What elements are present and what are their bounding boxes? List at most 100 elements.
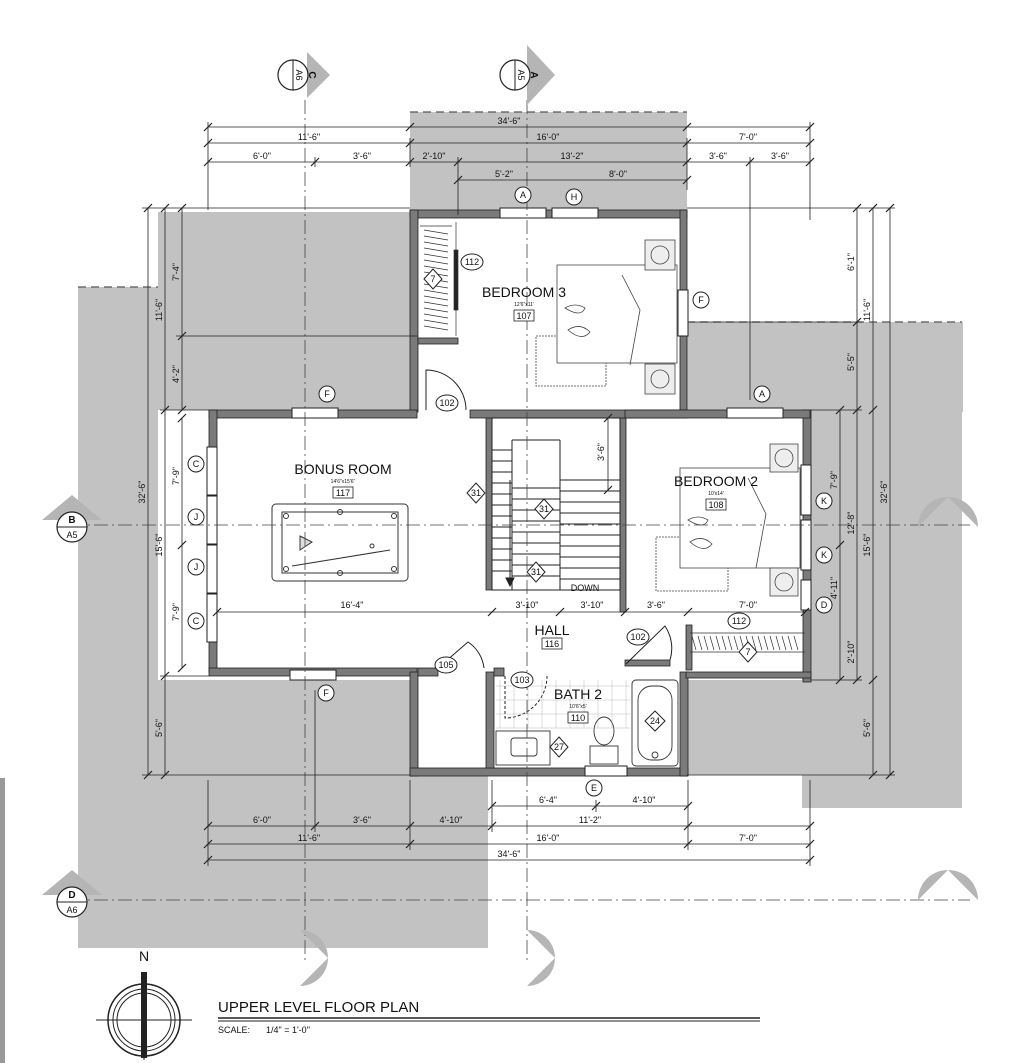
dim-right-7-9: 7'-9": [829, 471, 839, 489]
door-tag: 105: [434, 656, 458, 674]
dim-top-5-2: 5'-2": [495, 169, 513, 179]
dimension-tick: [852, 675, 862, 685]
drawing-title: UPPER LEVEL FLOOR PLAN SCALE: 1/4" = 1'-…: [218, 999, 760, 1035]
room-size: 10'6"x5': [569, 704, 586, 710]
svg-text:112: 112: [465, 257, 479, 267]
dim-bot-7-0: 7'-0": [739, 833, 757, 843]
dimension-tick: [555, 607, 565, 617]
dimension-tick: [885, 203, 895, 213]
dimension-tick: [868, 405, 878, 415]
dim-in-7-0: 7'-0": [739, 600, 757, 610]
window-tag: E: [585, 779, 603, 797]
svg-text:K: K: [821, 550, 827, 560]
dimension-tick: [852, 203, 862, 213]
dimension-tick: [453, 175, 463, 185]
dim-top-8-0: 8'-0": [609, 169, 627, 179]
room-name: HALL: [534, 622, 569, 638]
dimension-tick: [405, 839, 415, 849]
svg-text:102: 102: [630, 632, 645, 642]
svg-text:C: C: [193, 459, 200, 469]
closet-hanger: [775, 635, 781, 651]
dimension-tick: [405, 138, 415, 148]
north-label: N: [139, 948, 149, 964]
dim-stair-3-6: 3'-6": [596, 443, 606, 461]
closet-hanger: [769, 635, 775, 651]
closet-hanger: [751, 635, 757, 651]
dim-top-3-6b: 3'-6": [709, 151, 727, 161]
svg-text:103: 103: [514, 675, 529, 685]
section-letter: D: [68, 890, 75, 901]
room-label-bedroom2: BEDROOM 2 10'x14' 108: [674, 473, 758, 511]
closet-hanger: [781, 635, 787, 651]
room-name: BEDROOM 2: [674, 473, 758, 489]
dim-right-overall: 32'-6": [879, 481, 889, 504]
dim-right-11-6: 11'-6": [862, 299, 872, 321]
dim-in-3-10a: 3'-10": [516, 600, 539, 610]
dimension-tick: [310, 157, 320, 167]
svg-text:A: A: [759, 389, 765, 399]
door-tags: 112 102 102 112 105 103: [434, 253, 751, 689]
svg-text:31: 31: [471, 488, 481, 498]
closet-hanger: [423, 289, 449, 295]
closet-hanger: [727, 635, 733, 651]
dim-left-overall: 32'-6": [137, 481, 147, 504]
closet-hanger: [715, 635, 721, 651]
dimension-tick: [203, 855, 213, 865]
closet-hanger: [703, 635, 709, 651]
svg-text:E: E: [591, 783, 597, 793]
dimension-tick: [203, 821, 213, 831]
dimension-tick: [487, 801, 497, 811]
dim-top-13-2: 13'-2": [561, 151, 584, 161]
dim-top-3-6c: 3'-6": [771, 151, 789, 161]
dimension-tick: [487, 607, 497, 617]
dim-bot-4-10b: 4'-10": [440, 815, 463, 825]
closet-hanger: [423, 235, 449, 241]
room-number: 117: [336, 488, 350, 498]
svg-text:102: 102: [439, 398, 454, 408]
dim-right-15-6: 15'-6": [862, 534, 872, 557]
dim-bot-overall: 34'-6": [498, 849, 521, 859]
dimension-tick: [591, 801, 601, 811]
window-tag: J: [187, 508, 205, 526]
dimension-tick: [800, 607, 810, 617]
dim-left-7-9b: 7'-9": [171, 603, 181, 621]
svg-text:K: K: [821, 496, 827, 506]
dim-bot-3-6: 3'-6": [353, 815, 371, 825]
section-marker-partials: [300, 497, 978, 986]
bed-bedroom3: [535, 239, 678, 395]
window-tags: A H F F A C J J C K K D F E: [187, 186, 833, 797]
title-text: UPPER LEVEL FLOOR PLAN: [218, 999, 419, 1016]
section-letter: B: [68, 515, 75, 526]
closet-hanger: [793, 635, 799, 651]
closet-hanger: [709, 635, 715, 651]
doors: [425, 369, 673, 719]
dimension-tick: [212, 607, 222, 617]
dim-right-12-8: 12'-8": [846, 512, 856, 535]
dimension-tick: [310, 821, 320, 831]
closet-hanger: [423, 253, 449, 259]
dimension-tick: [805, 821, 815, 831]
dimension-tick: [682, 122, 692, 132]
section-marker-d: D A6: [42, 870, 102, 918]
window-tag: C: [187, 455, 205, 473]
closet-hanger: [423, 265, 449, 271]
closet-hanger: [733, 635, 739, 651]
closet-hanger: [423, 319, 449, 325]
dimension-tick: [852, 317, 862, 327]
dimension-tick: [805, 122, 815, 132]
dim-top-2-10: 2'-10": [423, 151, 446, 161]
dim-right-6-1: 6'-1": [846, 253, 856, 271]
section-sheet: A5: [66, 530, 77, 540]
dim-right-4-11: 4'-11": [829, 577, 839, 599]
closet-hanger: [423, 313, 449, 319]
dim-left-4-2: 4'-2": [171, 365, 181, 383]
dim-top-left: 11'-6": [298, 132, 320, 142]
scale-label: SCALE:: [218, 1025, 250, 1035]
dim-bot-11-6: 11'-6": [298, 833, 320, 843]
dim-bot-11-2: 11'-2": [579, 815, 601, 825]
scale-value: 1/4" = 1'-0": [266, 1025, 310, 1035]
dimension-tick: [160, 405, 170, 415]
dimension-tick: [620, 607, 630, 617]
section-sheet: A6: [294, 69, 304, 80]
